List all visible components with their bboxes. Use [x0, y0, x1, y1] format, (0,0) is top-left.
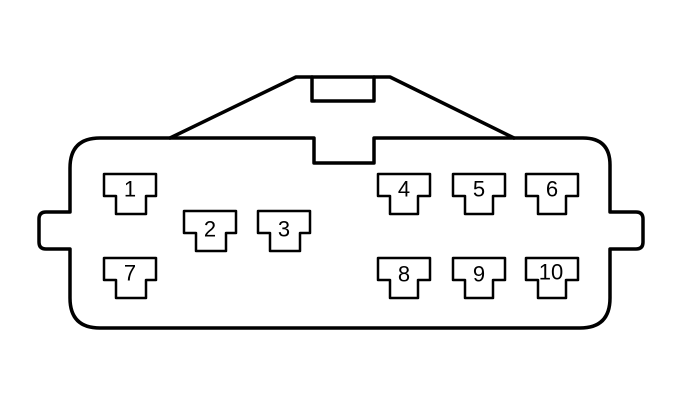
terminal-6: 6 — [524, 172, 580, 216]
terminal-1: 1 — [102, 172, 158, 216]
terminal-6-shape — [524, 172, 580, 216]
terminal-7-label: 7 — [124, 261, 136, 286]
terminal-10-shape — [524, 256, 580, 300]
terminal-3-shape — [256, 209, 312, 253]
terminal-2: 2 — [182, 209, 238, 253]
terminal-8-shape — [376, 256, 432, 300]
terminal-1-label: 1 — [124, 177, 136, 202]
terminal-7: 7 — [102, 256, 158, 300]
terminal-8-label: 8 — [398, 262, 410, 287]
terminal-4: 4 — [376, 172, 432, 216]
terminal-4-label: 4 — [398, 177, 410, 202]
connector-body — [37, 136, 645, 330]
terminal-3-label: 3 — [278, 217, 290, 242]
terminal-5: 5 — [451, 172, 507, 216]
latch-tab — [310, 75, 376, 103]
terminal-7-shape — [102, 256, 158, 300]
terminal-3: 3 — [256, 209, 312, 253]
terminal-5-shape — [451, 172, 507, 216]
terminal-10-label: 10 — [539, 260, 563, 285]
terminal-1-shape — [102, 172, 158, 216]
terminal-10: 10 — [524, 256, 580, 300]
terminal-8: 8 — [376, 256, 432, 300]
terminal-2-shape — [182, 209, 238, 253]
terminal-9-shape — [451, 256, 507, 300]
connector-top-latch — [168, 75, 516, 140]
terminal-2-label: 2 — [204, 217, 216, 242]
terminal-5-label: 5 — [473, 177, 485, 202]
terminal-9-label: 9 — [473, 262, 485, 287]
terminal-9: 9 — [451, 256, 507, 300]
terminal-6-label: 6 — [546, 177, 558, 202]
terminal-4-shape — [376, 172, 432, 216]
terminal-group: 1 2 3 4 5 6 7 — [102, 172, 580, 300]
